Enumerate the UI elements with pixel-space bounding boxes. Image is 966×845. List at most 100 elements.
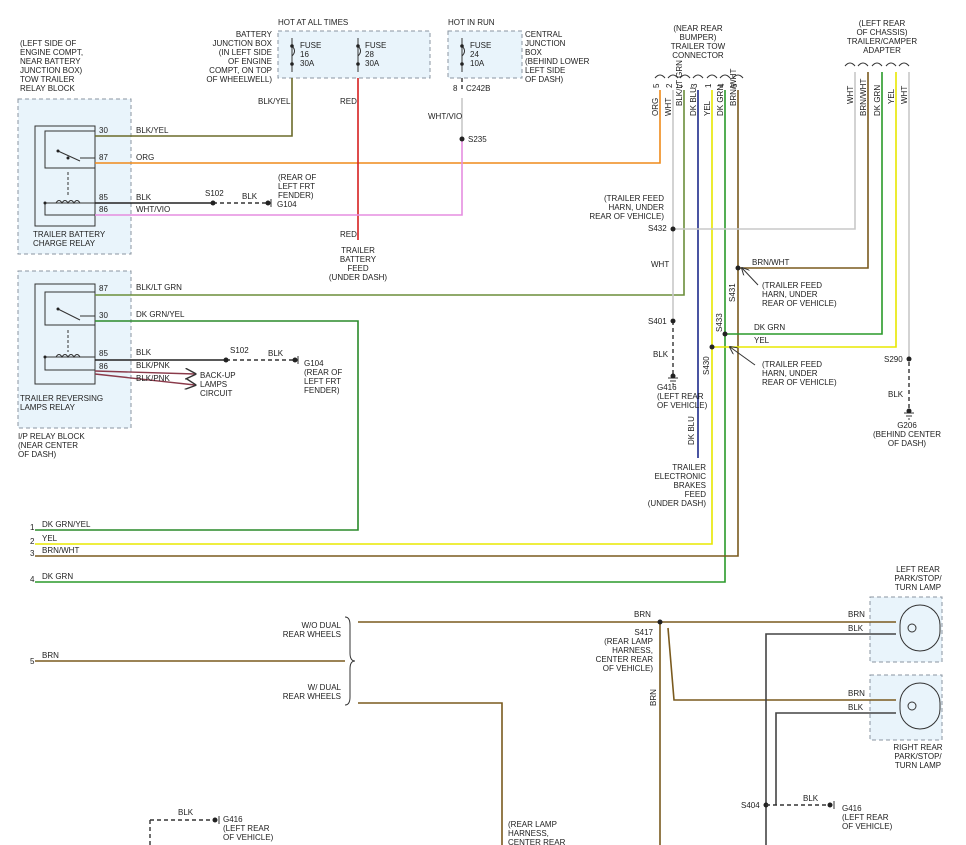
c242b-pin-label: 8 [453, 84, 458, 93]
blk-label: BLK [178, 808, 194, 817]
g104-label: G104 [304, 359, 324, 368]
trailer-tow-connector-label: TRAILER TOW [671, 42, 726, 51]
tow-relay-block-label: ENGINE COMPT, [20, 48, 83, 57]
fuse16-label: FUSE [300, 41, 321, 50]
g104-label: (REAR OF [304, 368, 342, 377]
left-rear-lamp-label: LEFT REAR [896, 565, 940, 574]
wire-dk-grn-conn [35, 90, 726, 583]
g104-desc-label: FENDER) [278, 191, 314, 200]
fuse24-label: FUSE [470, 41, 491, 50]
wire-label: YEL [42, 534, 58, 543]
g104-label: LEFT FRT [304, 377, 341, 386]
left-rear-lamp-box [869, 596, 943, 663]
connector-wire-color: WHT [664, 98, 673, 116]
relay2-internal [44, 291, 95, 371]
fuse28-label: 28 [365, 50, 374, 59]
g416-label: (LEFT REAR [223, 824, 270, 833]
lamp-wire-label: BLK [848, 703, 864, 712]
adapter-wire-color: BRN/WHT [859, 79, 868, 116]
adapter-pins [844, 62, 910, 67]
blk-label: BLK [242, 192, 258, 201]
cjb-label: (BEHIND LOWER [525, 57, 590, 66]
wire-number: 2 [30, 537, 35, 546]
central-junction-box [447, 30, 523, 79]
cjb-label: BOX [525, 48, 543, 57]
g206-label: (BEHIND CENTER [873, 430, 941, 439]
bjb-label: OF WHEELWELL) [206, 75, 272, 84]
s430-label: S430 [702, 356, 711, 375]
relay1-internal [44, 130, 95, 216]
rear-lamp-harness-label: (REAR LAMP [508, 820, 557, 829]
wire-blk-pnk-1 [94, 371, 195, 374]
connector-pin-number: 3 [690, 83, 699, 88]
bjb-label: (IN LEFT SIDE [219, 48, 272, 57]
wo-dual-label: W/O DUAL [301, 621, 341, 630]
s290-label: S290 [884, 355, 903, 364]
ip-relay-block [17, 270, 132, 429]
connector-wire-color: ORG [651, 98, 660, 116]
hot-all-times-label: HOT AT ALL TIMES [278, 18, 348, 27]
left-rear-lamp-icon [899, 604, 941, 652]
s417-label: S417 [634, 628, 653, 637]
trailer-battery-feed-label: FEED [347, 264, 369, 273]
hot-in-run-label: HOT IN RUN [448, 18, 495, 27]
s433-label: S433 [715, 313, 724, 332]
blk-label: BLK [888, 390, 904, 399]
trailer-feed-s430-label: REAR OF VEHICLE) [762, 378, 837, 387]
wire-brn-w-dual [358, 702, 503, 845]
s432-label: S432 [648, 224, 667, 233]
ip-relay-block-label: OF DASH) [18, 450, 57, 459]
s102-label: S102 [230, 346, 249, 355]
trailer-tow-connector-label: CONNECTOR [672, 51, 724, 60]
adapter-wire-color: DK GRN [873, 85, 882, 116]
wire-number: 1 [30, 523, 35, 532]
trailer-battery-feed-label: (UNDER DASH) [329, 273, 388, 282]
tow-trailer-relay-block [17, 98, 132, 255]
trailer-battery-relay-label: CHARGE RELAY [33, 239, 96, 248]
s417-label: CENTER REAR [596, 655, 654, 664]
adapter-wire-color: YEL [887, 88, 896, 104]
g104-label: G104 [277, 200, 297, 209]
ground-g206 [904, 412, 914, 420]
wire-adapter-dk-grn [725, 72, 883, 335]
trailer-reversing-relay-label: LAMPS RELAY [20, 403, 76, 412]
wo-dual-label: REAR WHEELS [283, 630, 341, 639]
blk-yel-label: BLK/YEL [258, 97, 291, 106]
s235-label: S235 [468, 135, 487, 144]
wire-number: 3 [30, 549, 35, 558]
s417-label: HARNESS, [612, 646, 653, 655]
wire-label: BRN/WHT [42, 546, 79, 555]
left-rear-lamp-label: PARK/STOP/ [894, 574, 942, 583]
relay1-pin: 85 [99, 193, 108, 202]
fuse24-label: 10A [470, 59, 485, 68]
ip-relay-block-label: I/P RELAY BLOCK [18, 432, 85, 441]
wht-vio-label: WHT/VIO [428, 112, 462, 121]
relay2-wire-label: DK GRN/YEL [136, 310, 185, 319]
wire-blk-right-lamp [775, 712, 896, 805]
trailer-electronic-brakes-label: FEED [685, 490, 707, 499]
s401-label: S401 [648, 317, 667, 326]
cjb-label: CENTRAL [525, 30, 563, 39]
relay1-pin: 87 [99, 153, 108, 162]
bjb-label: OF ENGINE [228, 57, 272, 66]
connector-wire-color: BRN/WHT [729, 69, 738, 106]
g416-label: G416 [223, 815, 243, 824]
fuse24-label: 24 [470, 50, 479, 59]
wire-blk-pnk-2 [94, 373, 195, 385]
brn-label: BRN [649, 689, 658, 706]
trailer-battery-feed-label: TRAILER [341, 246, 375, 255]
fuse16-label: 16 [300, 50, 309, 59]
trailer-feed-s432-label: REAR OF VEHICLE) [589, 212, 664, 221]
right-rear-lamp-icon [899, 682, 941, 730]
wire-wht-vio [95, 140, 463, 216]
relay2-wire-label: BLK/PNK [136, 374, 170, 383]
relay1-wire-label: ORG [136, 153, 154, 162]
connector-pins [654, 74, 744, 79]
right-rear-lamp-label: TURN LAMP [895, 761, 941, 770]
rear-lamp-harness-label: CENTER REAR [508, 838, 566, 845]
trailer-electronic-brakes-label: ELECTRONIC [654, 472, 706, 481]
trailer-reversing-lamps-relay [34, 283, 96, 385]
trailer-feed-s430-label: HARN, UNDER [762, 369, 818, 378]
bjb-label: JUNCTION BOX [212, 39, 272, 48]
trailer-reversing-relay-label: TRAILER REVERSING [20, 394, 103, 403]
